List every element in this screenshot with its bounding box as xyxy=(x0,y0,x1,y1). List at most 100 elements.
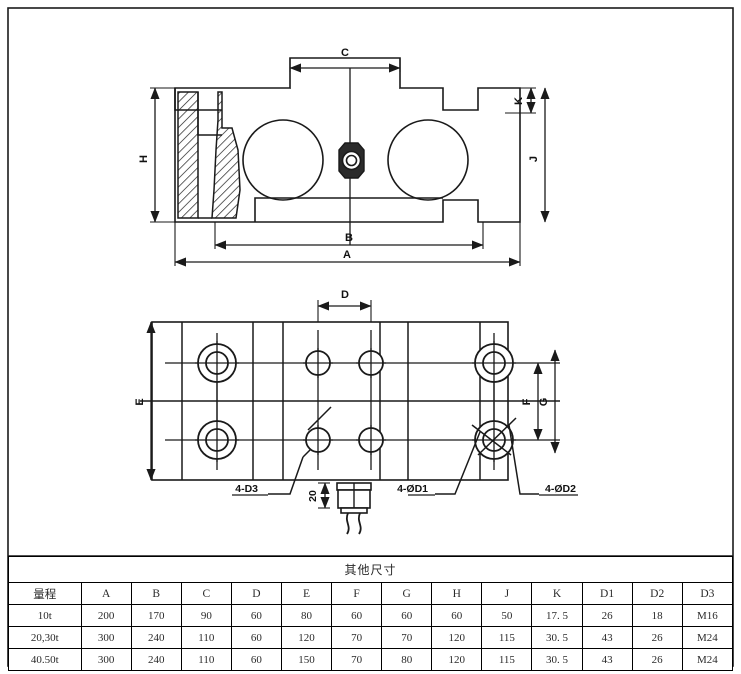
table-cell: M24 xyxy=(681,648,734,671)
table-cell: 115 xyxy=(481,626,533,649)
leader-4-d3: 4-D3 xyxy=(232,406,332,496)
table-cell: 50 xyxy=(481,604,533,627)
cable-lead-left xyxy=(345,512,350,535)
table-header-cell: B xyxy=(130,582,182,605)
table-cell: 70 xyxy=(331,648,383,671)
dimension-table: 其他尺寸 量程 A B C D E F G H J K D1 D2 D3 10t… xyxy=(8,556,734,671)
leader-line-d3 xyxy=(268,456,304,495)
table-cell: 43 xyxy=(581,626,633,649)
table-header-cell: D3 xyxy=(681,582,734,605)
leader-slash-d1 xyxy=(471,424,512,456)
dimension-label-f: F xyxy=(521,398,533,405)
table-header-cell: H xyxy=(431,582,483,605)
table-cell: 240 xyxy=(130,648,182,671)
table-cell: 30. 5 xyxy=(531,648,583,671)
table-cell: 26 xyxy=(631,626,683,649)
dimension-k: K xyxy=(505,87,536,114)
dimension-b: B xyxy=(214,222,484,250)
table-header-cell: F xyxy=(331,582,383,605)
table-cell: 17. 5 xyxy=(531,604,583,627)
table-cell: 300 xyxy=(80,626,132,649)
leader-4-d2: 4-ØD2 xyxy=(477,417,578,496)
plan-bottom-view: D E F G xyxy=(134,289,578,535)
leader-slash-d2 xyxy=(477,417,517,456)
table-header-cell: G xyxy=(381,582,433,605)
table-title-row: 其他尺寸 xyxy=(8,556,733,583)
dimension-label-k: K xyxy=(513,97,525,105)
dimension-label-b: B xyxy=(345,232,353,244)
table-cell: 90 xyxy=(180,604,232,627)
section-hatch-group xyxy=(177,91,241,219)
left-bore-circle xyxy=(242,119,324,201)
dimension-label-h: H xyxy=(138,155,150,163)
table-header-cell: J xyxy=(481,582,533,605)
dimension-label-e: E xyxy=(134,398,146,405)
table-cell: 120 xyxy=(431,648,483,671)
table-cell: 43 xyxy=(581,648,633,671)
table-row: 40.50t 300 240 110 60 150 70 80 120 115 … xyxy=(8,648,734,671)
table-row: 20,30t 300 240 110 60 120 70 70 120 115 … xyxy=(8,626,734,649)
dimension-c: C xyxy=(289,47,401,73)
hatch-left-wall xyxy=(177,91,199,219)
dimension-label-d: D xyxy=(341,289,349,301)
dimension-f: F xyxy=(521,362,543,441)
table-row: 10t 200 170 90 60 80 60 60 60 50 17. 5 2… xyxy=(8,604,734,627)
table-cell: 300 xyxy=(80,648,132,671)
dimension-label-20: 20 xyxy=(307,490,319,502)
dimension-j: J xyxy=(528,87,550,223)
table-header-cell: K xyxy=(531,582,583,605)
table-cell: 80 xyxy=(280,604,333,627)
table-cell: 60 xyxy=(230,648,282,671)
table-cell: 120 xyxy=(280,626,333,649)
table-cell: 110 xyxy=(180,626,232,649)
dimension-20: 20 xyxy=(307,482,330,509)
right-bore-circle xyxy=(387,119,469,201)
table-header-cell: 量程 xyxy=(8,582,82,605)
top-boss-outline xyxy=(289,57,401,88)
bottom-relief xyxy=(254,197,443,222)
cable-lead-right xyxy=(357,512,362,535)
table-header-cell: E xyxy=(280,582,333,605)
table-title: 其他尺寸 xyxy=(8,556,733,583)
dimension-label-c: C xyxy=(341,47,349,59)
leader-4-d1: 4-ØD1 xyxy=(397,424,512,496)
front-section-view: C H K J B xyxy=(138,47,550,267)
left-shoulder xyxy=(174,88,222,111)
dimension-g: G xyxy=(538,349,560,454)
table-header-cell: A xyxy=(80,582,132,605)
table-header-cell: D xyxy=(230,582,282,605)
table-cell: 60 xyxy=(230,626,282,649)
table-cell: M24 xyxy=(681,626,734,649)
gland-base xyxy=(340,507,368,514)
dimension-label-j: J xyxy=(528,156,540,162)
table-cell: 18 xyxy=(631,604,683,627)
table-cell: 170 xyxy=(130,604,182,627)
center-hex-nut xyxy=(338,142,365,179)
dimension-label-g: G xyxy=(538,398,550,407)
leader-line-d2 xyxy=(508,424,539,495)
dimension-a: A xyxy=(174,222,521,267)
table-cell: 70 xyxy=(381,626,433,649)
leader-slash-d3 xyxy=(307,406,332,431)
table-cell: 60 xyxy=(331,604,383,627)
leader-label-4-d3: 4-D3 xyxy=(235,483,258,495)
table-cell: 60 xyxy=(381,604,433,627)
table-cell: 150 xyxy=(280,648,333,671)
table-cell: 240 xyxy=(130,626,182,649)
table-header-cell: D1 xyxy=(581,582,633,605)
hatch-inner-wall xyxy=(211,91,241,219)
table-cell: 10t xyxy=(8,604,82,627)
dimension-e: E xyxy=(134,321,156,481)
table-cell: 40.50t xyxy=(8,648,82,671)
table-header-row: 量程 A B C D E F G H J K D1 D2 D3 xyxy=(8,582,734,605)
leader-label-4-d1: 4-ØD1 xyxy=(397,483,428,495)
leader-label-4-d2: 4-ØD2 xyxy=(545,483,576,495)
table-cell: 60 xyxy=(431,604,483,627)
small-hole-centerlines xyxy=(303,348,386,455)
table-cell: 60 xyxy=(230,604,282,627)
table-cell: 26 xyxy=(581,604,633,627)
table-header-cell: D2 xyxy=(631,582,683,605)
table-cell: 200 xyxy=(80,604,132,627)
